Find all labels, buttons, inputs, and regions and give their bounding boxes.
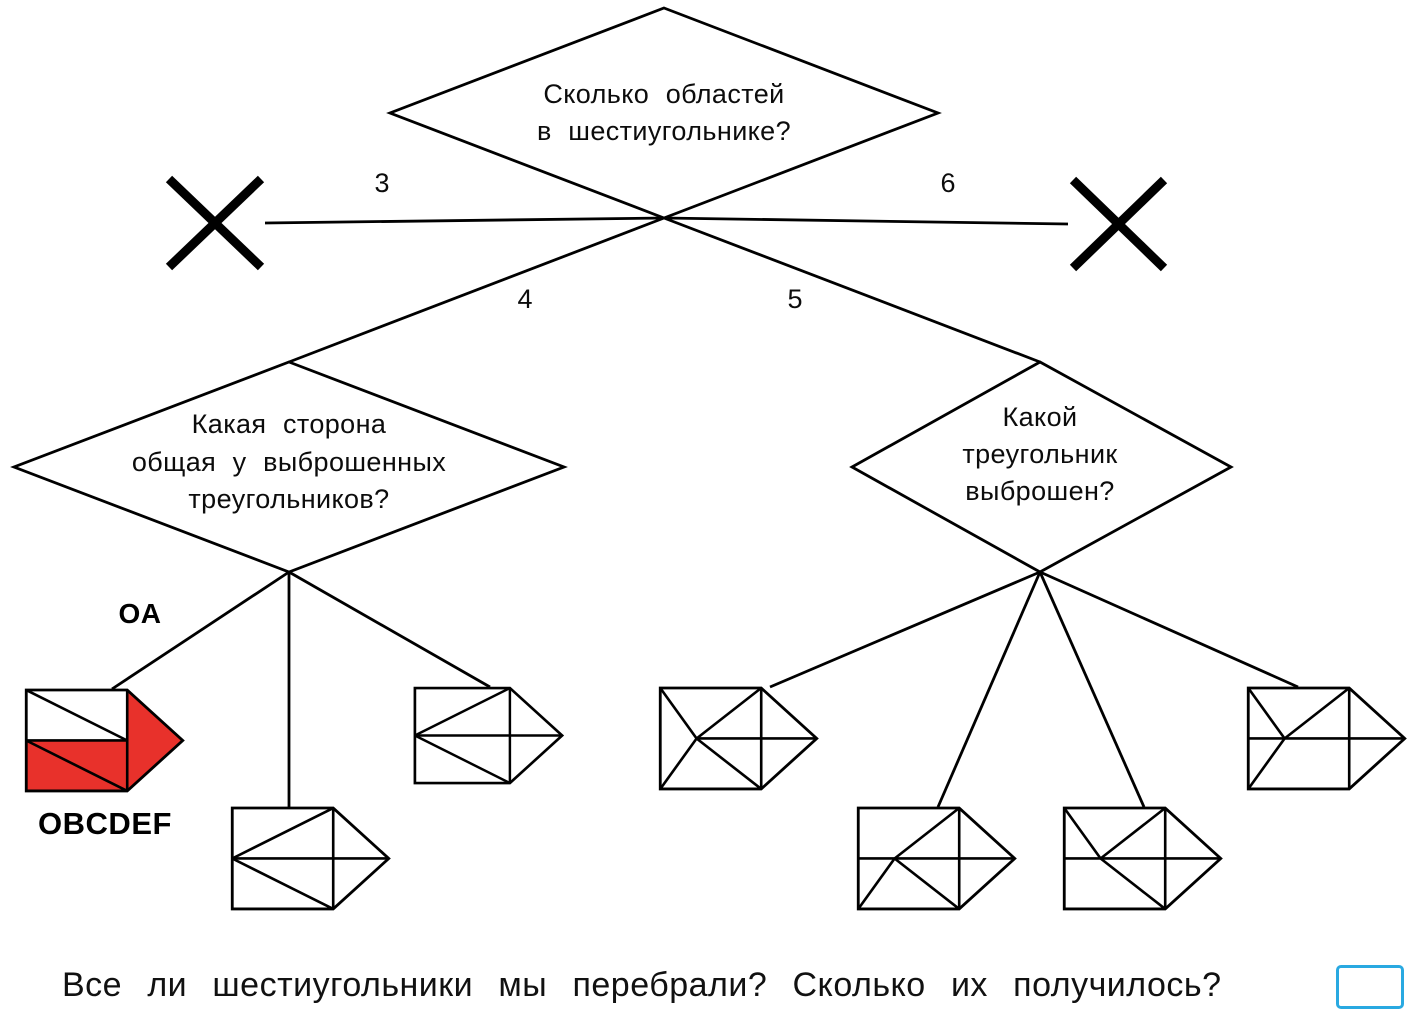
right-question: Какой треугольник выброшен? — [890, 399, 1190, 510]
hexagon-outline — [230, 806, 391, 911]
hexagon-outline — [658, 686, 819, 791]
edge-right-child-2 — [936, 571, 1042, 808]
root-question: Сколько областей в шестиугольнике? — [414, 76, 914, 150]
edge-right-child-1 — [769, 570, 1041, 689]
edge-6 — [663, 216, 1069, 226]
edge-label-oa: OA — [118, 598, 162, 629]
edge-left-child-3 — [288, 570, 491, 689]
left-question-line2: общая у выброшенных — [131, 446, 447, 477]
hexagon-outline — [1062, 806, 1223, 911]
right-question-line2: треугольник — [962, 439, 1118, 469]
hexagon-outline — [1246, 686, 1407, 791]
answer-box[interactable] — [1336, 965, 1404, 1009]
hexagon-figure-3 — [413, 686, 565, 785]
right-diamond-shape — [849, 360, 1234, 574]
left-diamond-shape — [10, 360, 568, 574]
edge-3 — [264, 216, 665, 225]
hexagon-outline — [413, 686, 565, 785]
edge-right-child-3 — [1038, 571, 1146, 808]
root-question-line2: в шестиугольнике? — [536, 116, 792, 146]
right-question-line1: Какой — [1002, 402, 1078, 432]
hexagon-figure-2 — [230, 806, 391, 911]
hexagon-outline — [856, 806, 1017, 911]
hexagon-figure-7 — [1246, 686, 1407, 791]
hexagon-figure-5 — [856, 806, 1017, 911]
left-question: Какая сторона общая у выброшенных треуго… — [39, 406, 539, 519]
right-question-line3: выброшен? — [965, 476, 1115, 506]
hexagon-figure-4 — [658, 686, 819, 791]
hexagon-figure-6 — [1062, 806, 1223, 911]
root-diamond-shape — [386, 6, 942, 220]
branch-label-3: 3 — [374, 168, 390, 198]
edge-left-child-1 — [111, 570, 290, 691]
edge-5 — [663, 216, 1041, 364]
branch-label-4: 4 — [517, 284, 533, 314]
reject-cross-left-icon — [165, 175, 265, 271]
edge-4 — [288, 216, 665, 364]
hexagon-outline — [24, 688, 185, 793]
left-question-line1: Какая сторона — [191, 409, 387, 439]
left-question-line3: треугольников? — [188, 484, 390, 514]
figure-label-obcdef: OBCDEF — [38, 806, 172, 841]
branch-label-6: 6 — [940, 168, 956, 198]
hexagon-figure-oa-highlighted — [24, 688, 185, 793]
root-question-line1: Сколько областей — [543, 79, 785, 109]
reject-cross-right-icon — [1069, 176, 1168, 272]
footer-question: Все ли шестиугольники мы перебрали? Скол… — [62, 966, 1222, 1004]
branch-label-5: 5 — [787, 284, 803, 314]
edge-right-child-4 — [1039, 570, 1299, 689]
